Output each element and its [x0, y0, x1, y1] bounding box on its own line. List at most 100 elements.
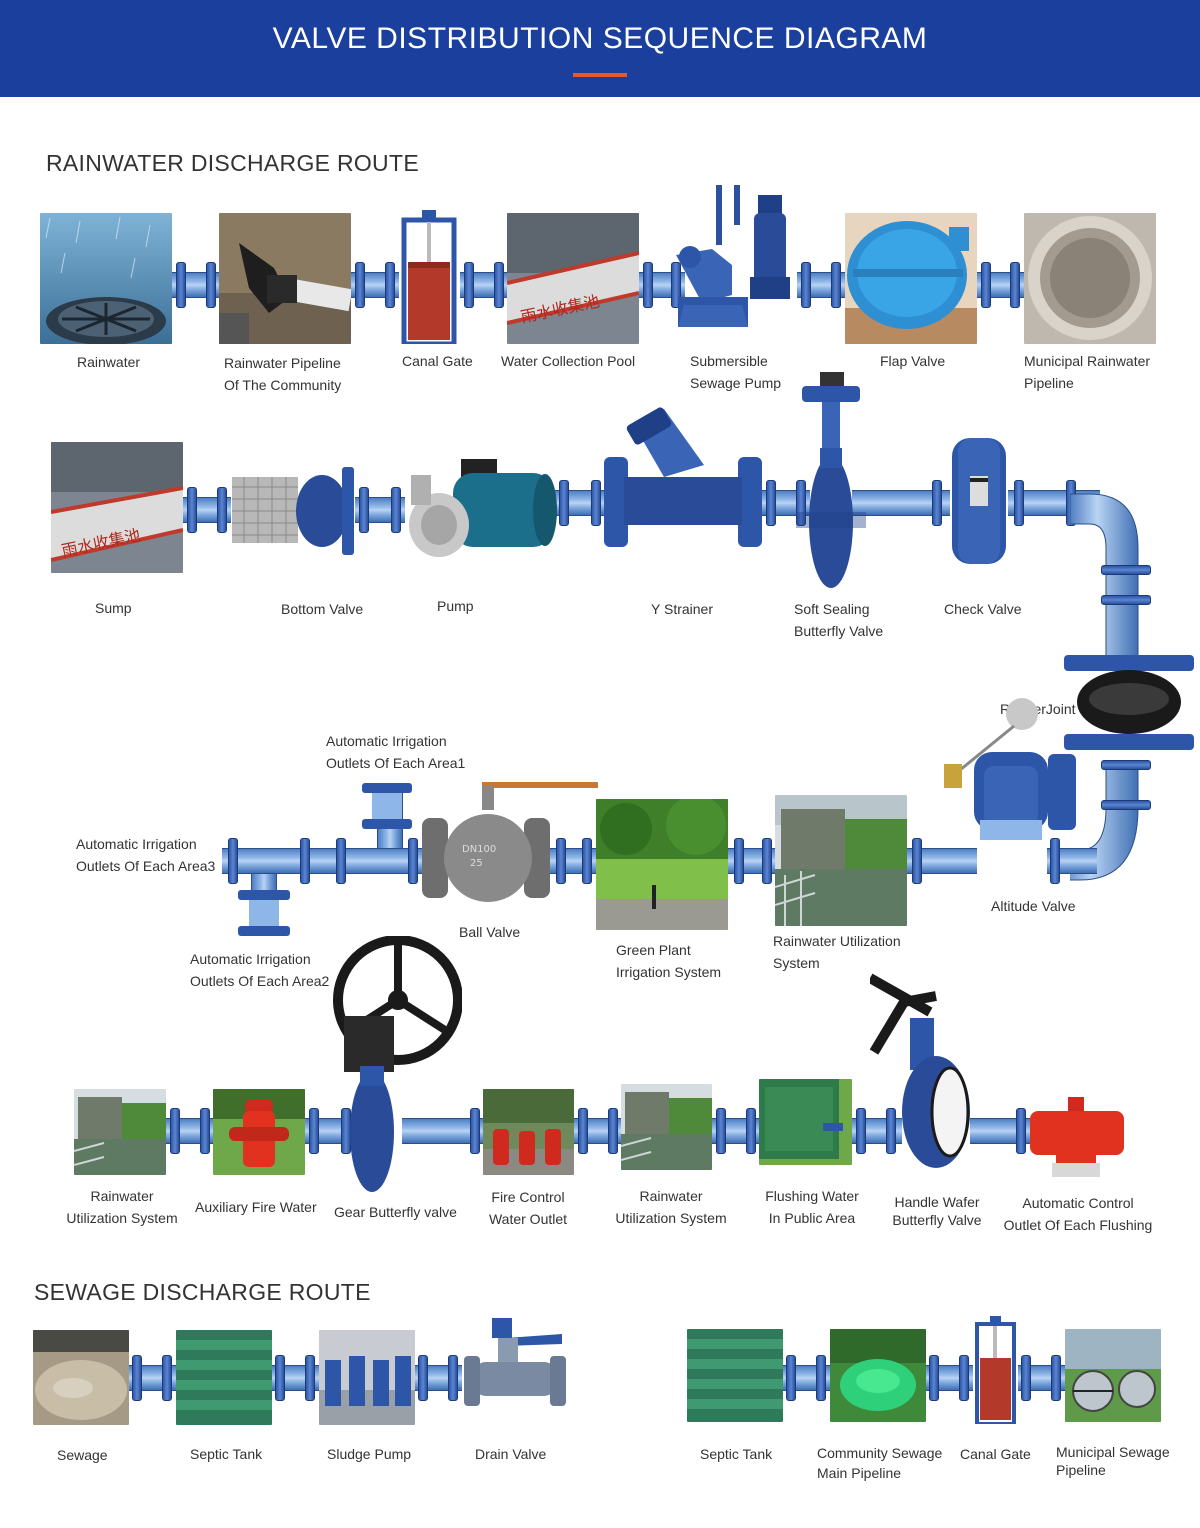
pond-photo — [775, 795, 907, 926]
pipe-segment — [222, 848, 422, 874]
label-flap-valve: Flap Valve — [880, 353, 946, 369]
pipe-flange — [408, 838, 418, 884]
label-altitude-valve: Altitude Valve — [991, 898, 1076, 914]
pipe-flange — [170, 1108, 180, 1154]
pipe-flange — [1101, 595, 1151, 605]
pipe-flange — [448, 1355, 458, 1401]
pool-photo: 雨水收集池 — [507, 213, 639, 344]
pipe-flange — [1101, 800, 1151, 810]
pipe-connector — [183, 487, 231, 533]
label-ball-valve: Ball Valve — [459, 924, 521, 940]
label-sewage: Sewage — [57, 1447, 108, 1463]
septic-tank-photo — [687, 1329, 783, 1422]
concrete-pipe-photo — [1024, 213, 1156, 344]
label-drain-valve: Drain Valve — [475, 1446, 547, 1462]
canal-gate-icon — [973, 1316, 1018, 1424]
outlet-icon — [238, 890, 290, 938]
pipe-flange — [300, 838, 310, 884]
fire-outlet-photo — [483, 1089, 574, 1175]
pipe-flange — [608, 1108, 618, 1154]
pipe-flange — [1101, 565, 1151, 575]
pipe-connector — [555, 480, 605, 526]
label-y-strainer: Y Strainer — [651, 601, 713, 617]
altitude-valve-icon — [940, 690, 1088, 840]
pipe-flange — [578, 1108, 588, 1154]
pipe-flange — [1021, 1355, 1031, 1401]
pipe-flange — [912, 838, 922, 884]
label-gear-butterfly-valve: Gear Butterfly valve — [334, 1204, 457, 1220]
sewage-photo — [33, 1330, 129, 1425]
pipe-flange — [1016, 1108, 1026, 1154]
pipe-flange — [1050, 838, 1060, 884]
drain-valve-icon — [462, 1316, 568, 1416]
pipe-connector — [852, 480, 950, 526]
rubber-joint-icon — [1064, 655, 1194, 750]
pipe-connector — [762, 480, 810, 526]
flap-valve-icon — [845, 213, 977, 344]
page-title: VALVE DISTRIBUTION SEQUENCE DIAGRAM — [272, 22, 928, 55]
label-water-collection-pool: Water Collection Pool — [501, 353, 636, 369]
title-underline — [573, 73, 627, 77]
pipe-flange — [734, 838, 744, 884]
rain-grate-photo — [40, 213, 172, 344]
label-sludge-pump: Sludge Pump — [327, 1446, 412, 1462]
pipe-connector — [797, 262, 845, 308]
page-header: VALVE DISTRIBUTION SEQUENCE DIAGRAM — [0, 0, 1200, 97]
pipe-flange — [816, 1355, 826, 1401]
pipe-connector — [977, 262, 1024, 308]
pond-photo — [74, 1089, 166, 1175]
garden-photo — [596, 799, 728, 930]
pipe-flange — [716, 1108, 726, 1154]
pipe-flange — [582, 838, 592, 884]
pipe-connector — [355, 487, 405, 533]
label-septic-tank-right: Septic Tank — [700, 1446, 773, 1462]
ball-valve-icon: DN100 25 — [422, 782, 598, 904]
pipe-flange — [959, 1355, 969, 1401]
label-check-valve: Check Valve — [944, 601, 1022, 617]
pipe-flange — [132, 1355, 142, 1401]
pipe-flange — [418, 1355, 428, 1401]
svg-text:25: 25 — [470, 858, 483, 869]
pump-icon — [405, 455, 558, 563]
pipe-connector — [460, 262, 508, 308]
check-valve-icon — [950, 436, 1008, 566]
flushing-box-photo — [759, 1079, 852, 1165]
red-outlet-icon — [1030, 1097, 1124, 1179]
pipe-flange — [1101, 760, 1151, 770]
manhole-photo — [830, 1329, 926, 1422]
label-canal-gate-sewage: Canal Gate — [960, 1446, 1031, 1462]
pipe-connector — [351, 262, 399, 308]
label-auxiliary-fire-water: Auxiliary Fire Water — [195, 1199, 317, 1215]
septic-tank-photo — [176, 1330, 272, 1425]
pipe-flange — [275, 1355, 285, 1401]
treatment-plant-photo — [1065, 1329, 1161, 1422]
canal-gate-icon — [398, 210, 460, 344]
pond-photo — [621, 1084, 712, 1170]
label-rainwater: Rainwater — [77, 354, 141, 370]
handle-butterfly-valve-icon — [870, 972, 972, 1180]
butterfly-valve-icon — [790, 372, 872, 592]
outlet-icon — [362, 783, 412, 831]
label-bottom-valve: Bottom Valve — [281, 601, 364, 617]
pipe-connector — [639, 262, 685, 308]
y-strainer-icon — [604, 405, 762, 551]
label-sump: Sump — [95, 600, 132, 616]
pipe-flange — [746, 1108, 756, 1154]
pipe-flange — [929, 1355, 939, 1401]
pipe-flange — [762, 838, 772, 884]
